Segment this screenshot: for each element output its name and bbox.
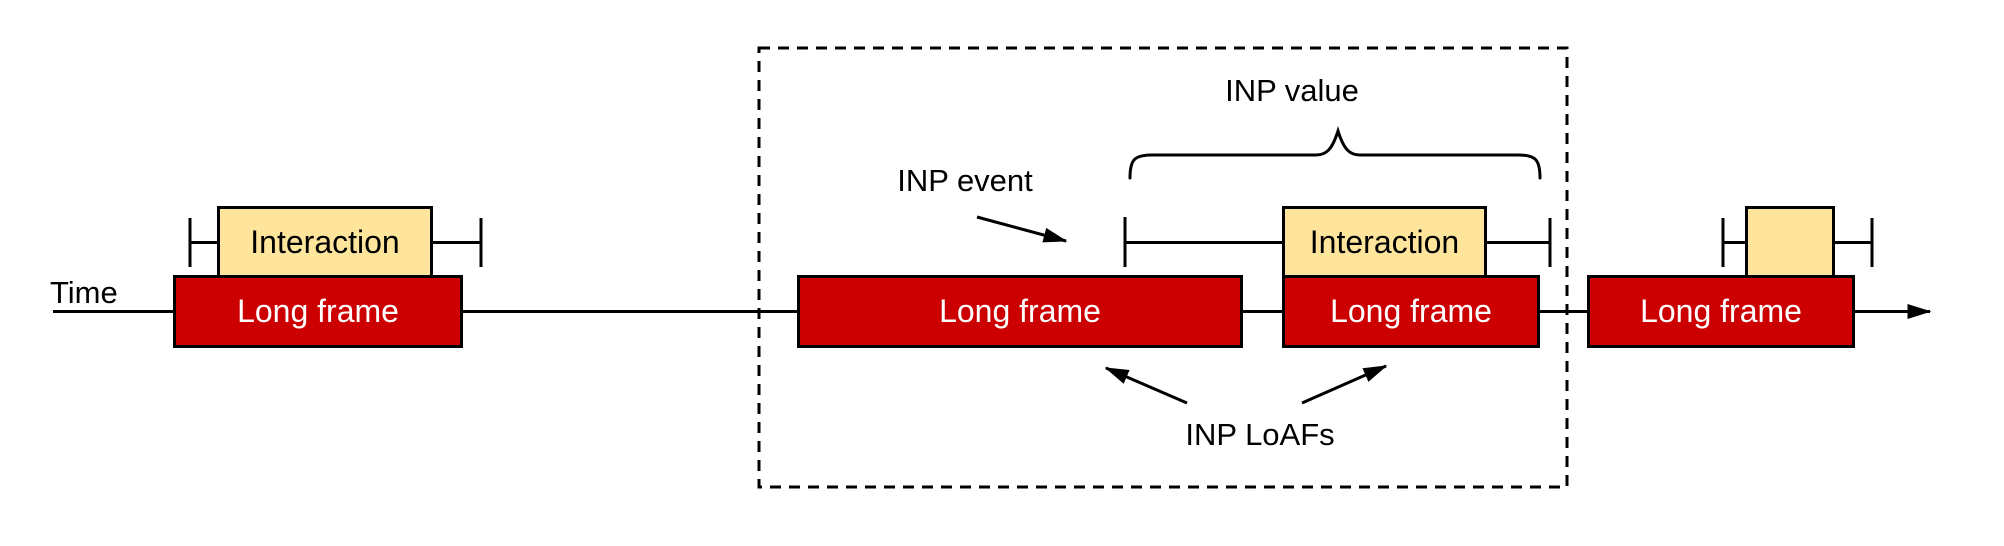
interaction1-whiskers [188, 218, 483, 267]
long-frame-1-label: Long frame [237, 293, 399, 329]
interaction-box-3 [1745, 206, 1835, 278]
inp-value-brace [1128, 126, 1542, 180]
inp-loafs-right-arrow [1301, 364, 1388, 405]
interaction-box-2-inp: Interaction [1282, 206, 1487, 278]
interaction3-whiskers [1721, 218, 1874, 267]
long-frame-2-inp-loaf: Long frame [797, 275, 1243, 348]
long-frame-4-label: Long frame [1640, 293, 1802, 329]
inp-interaction-whiskers [1123, 217, 1552, 267]
long-frame-1: Long frame [173, 275, 463, 348]
inp-value-label: INP value [1225, 73, 1359, 108]
long-frame-2-label: Long frame [939, 293, 1101, 329]
inp-loafs-label: INP LoAFs [1185, 417, 1335, 452]
inp-window-dashed-box [757, 46, 1569, 489]
long-frame-3-inp-loaf: Long frame [1282, 275, 1540, 348]
inp-event-label: INP event [897, 163, 1033, 198]
inp-loafs-left-arrow [1104, 366, 1188, 405]
interaction-box-1: Interaction [217, 206, 433, 278]
long-frame-3-label: Long frame [1330, 293, 1492, 329]
interaction-1-label: Interaction [250, 223, 400, 260]
interaction-2-label: Interaction [1309, 223, 1460, 260]
inp-event-arrow [976, 215, 1068, 243]
time-axis-label: Time [50, 275, 118, 310]
long-frame-4: Long frame [1587, 275, 1855, 348]
